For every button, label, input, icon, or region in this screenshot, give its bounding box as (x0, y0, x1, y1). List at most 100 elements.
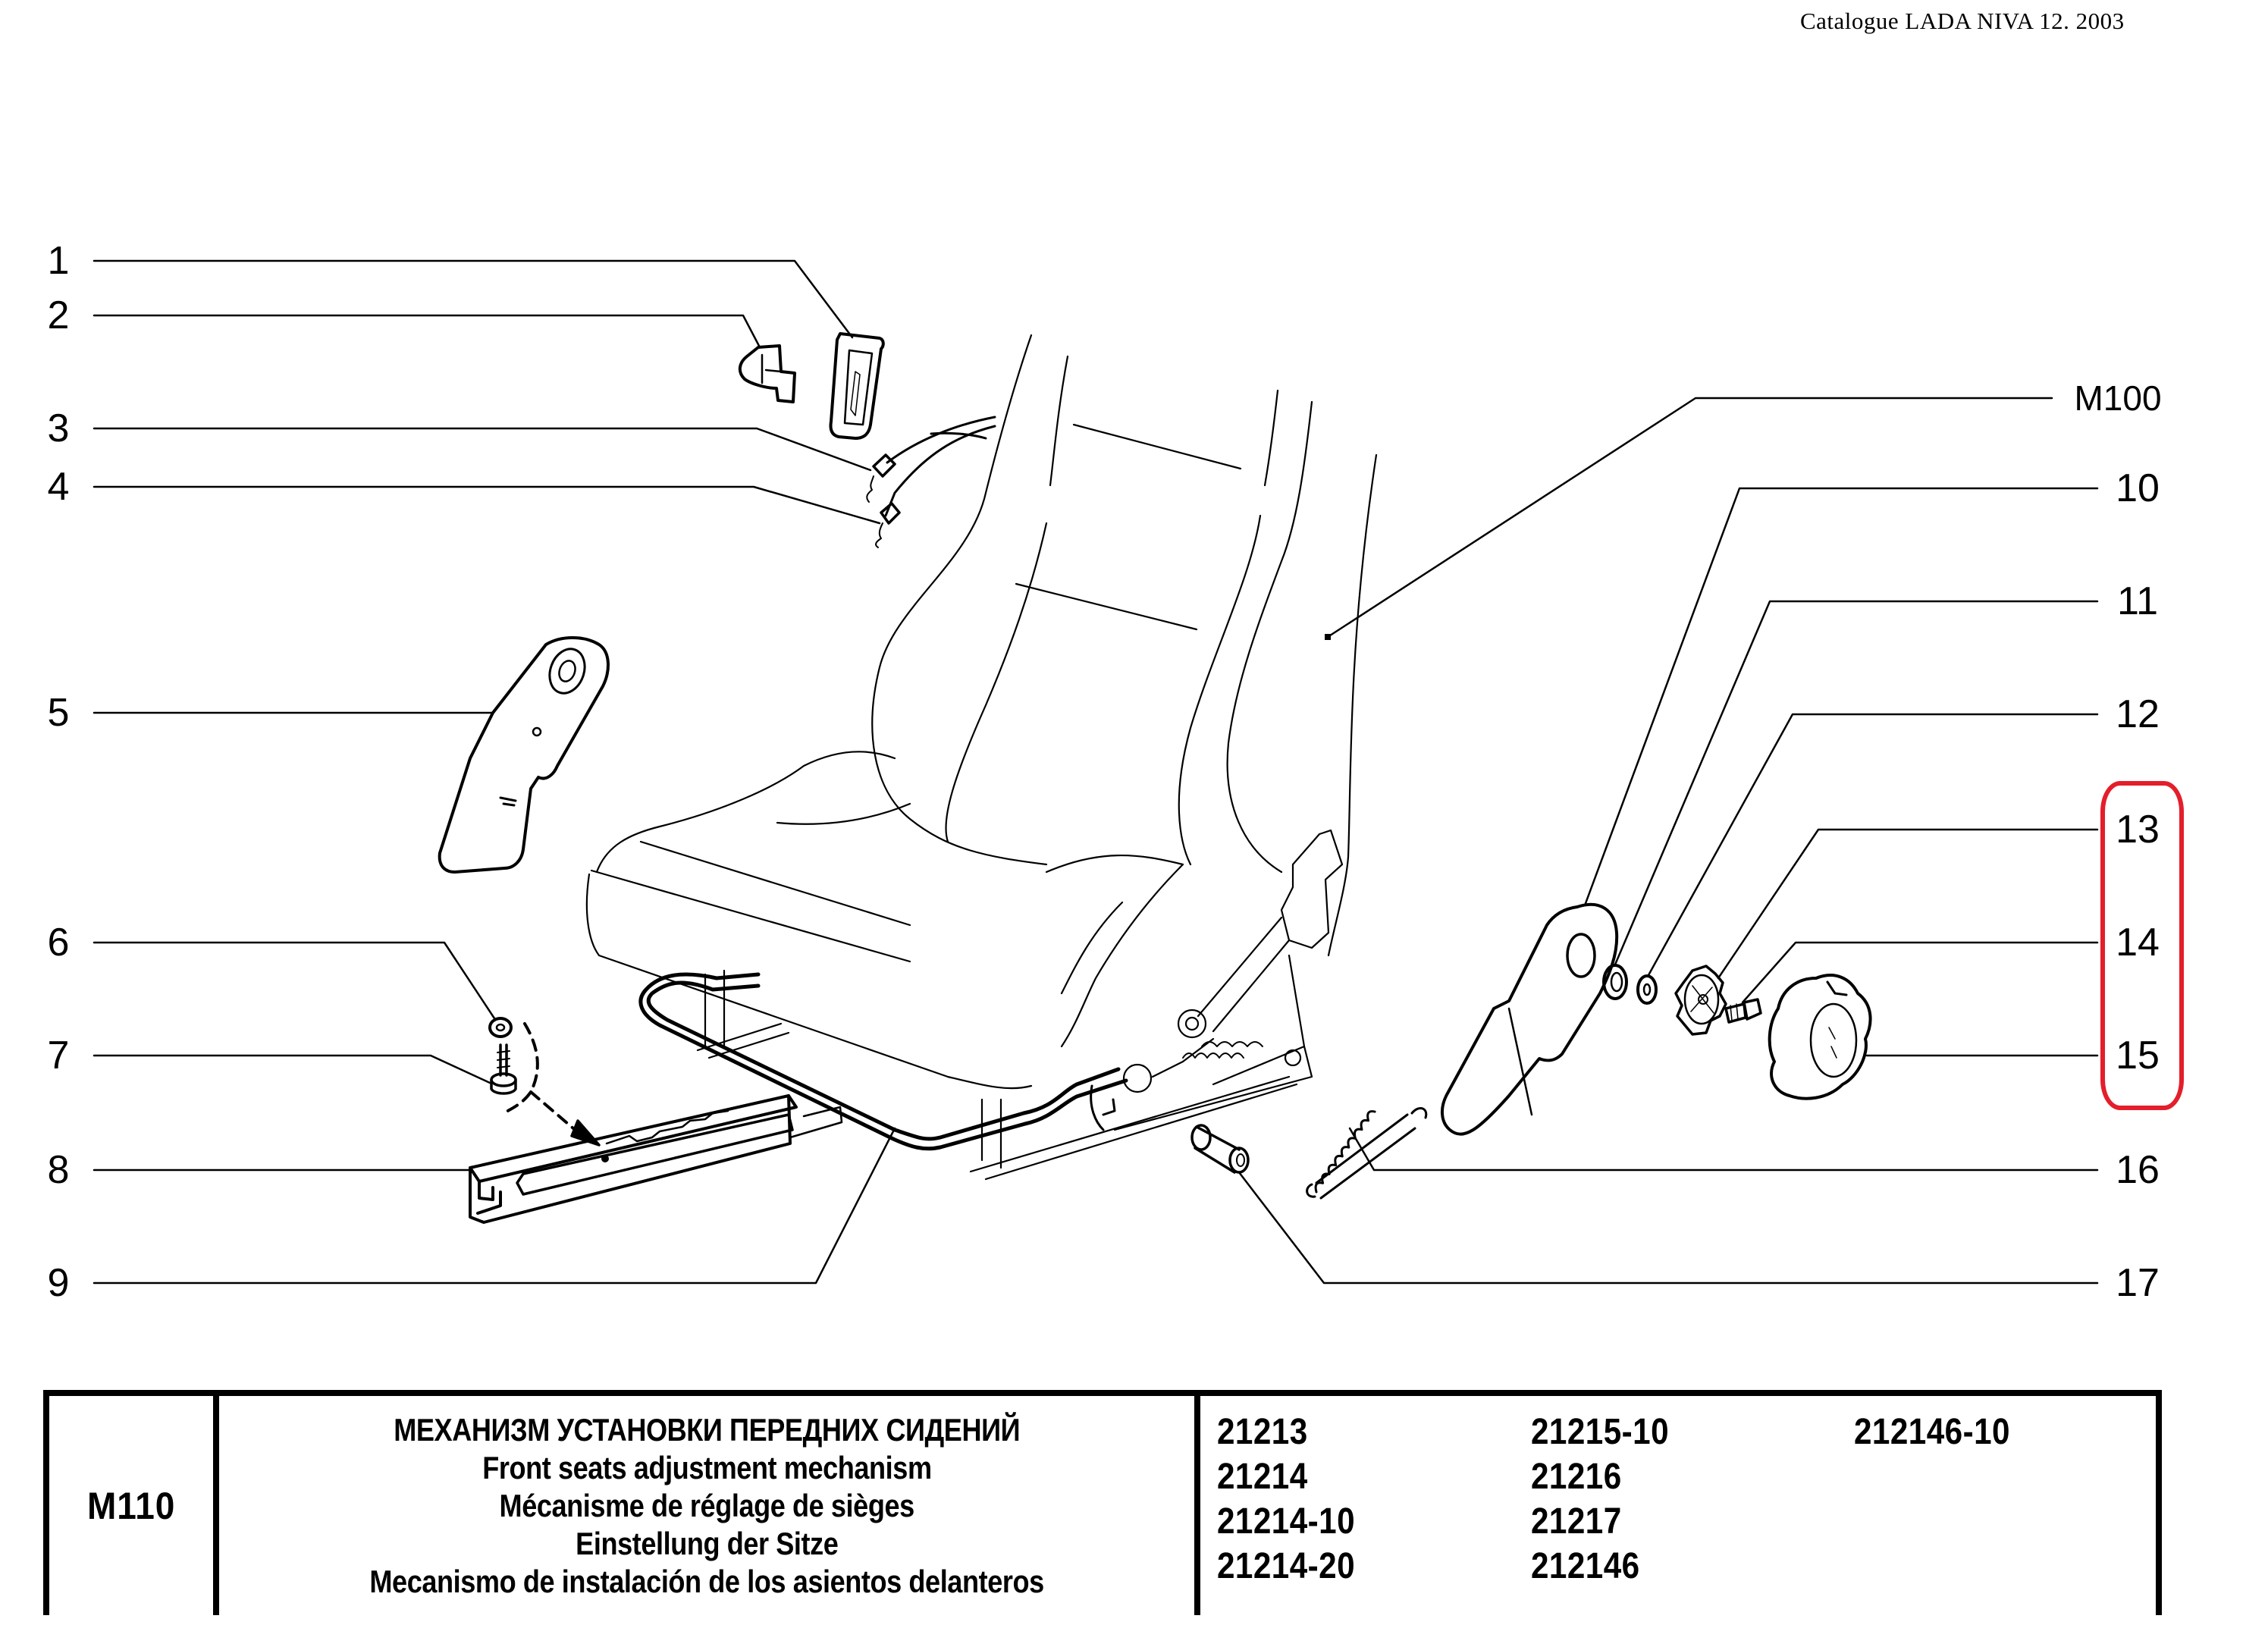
leader-line-11 (1614, 600, 2099, 966)
leader-line-3 (93, 427, 872, 472)
models-column-3: 212146-10 (1854, 1410, 2031, 1454)
models-column-2: 21215-10 21216 21217 212146 (1531, 1410, 1688, 1589)
cushion-top (595, 751, 896, 874)
table-divider-code (213, 1390, 219, 1615)
leader-line-4 (93, 485, 881, 525)
latch-hook (1090, 1084, 1116, 1131)
leader-line-1 (93, 259, 854, 339)
section-title-cell: МЕХАНИЗМ УСТАНОВКИ ПЕРЕДНИХ СИДЕНИЙ Fron… (219, 1396, 1194, 1615)
backrest-seam-lower (1015, 582, 1198, 631)
callout-m100[interactable]: M100 (2074, 378, 2162, 418)
model-item: 21214 (1217, 1457, 1308, 1497)
cushion-rear-bolster (1045, 855, 1184, 1048)
callout-1[interactable]: 1 (47, 239, 70, 283)
backrest-inner-left (1049, 355, 1069, 487)
model-item: 212146 (1531, 1546, 1640, 1586)
leader-line-13 (1717, 828, 2099, 980)
leader-line-17 (1238, 1171, 2099, 1285)
backrest-seam-upper (1072, 423, 1242, 470)
callout-9[interactable]: 9 (47, 1261, 70, 1305)
assembly-arrow (502, 1022, 539, 1115)
part-16-tension-spring (1306, 1106, 1428, 1200)
cushion-edge-line (590, 869, 911, 963)
model-item: 21216 (1531, 1457, 1622, 1497)
callout-17[interactable]: 17 (2116, 1261, 2160, 1305)
table-divider-models (1194, 1390, 1200, 1615)
cushion-top-seam (776, 802, 911, 825)
part-7-bolt (490, 1022, 601, 1147)
callout-12[interactable]: 12 (2116, 692, 2160, 736)
seat-frame-leg-center (969, 1075, 1298, 1181)
leader-line-m100 (1326, 397, 2053, 638)
part-6-washer (488, 1017, 513, 1038)
table-left-border (43, 1390, 49, 1615)
leader-line-12 (1647, 713, 2099, 977)
part-12-washer (1636, 974, 1658, 1005)
title-ru: МЕХАНИЗМ УСТАНОВКИ ПЕРЕДНИХ СИДЕНИЙ (394, 1412, 1020, 1448)
parts-3-4-cables (866, 416, 996, 548)
part-13-star-lock-washer (1674, 965, 1727, 1036)
callout-7[interactable]: 7 (47, 1034, 70, 1078)
part-17-spacer-tube (1190, 1124, 1250, 1174)
cushion-side-front (585, 873, 1033, 1090)
callout-3[interactable]: 3 (47, 406, 70, 450)
leader-line-6 (93, 941, 496, 1020)
model-item: 21215-10 (1531, 1412, 1670, 1452)
backrest-outline-left (871, 334, 1048, 866)
part-14-bolt (1724, 998, 1762, 1024)
callout-11[interactable]: 11 (2117, 579, 2158, 623)
backrest-inner-right (1178, 389, 1279, 866)
part-5-side-cover (438, 636, 610, 874)
title-es: Mecanismo de instalación de los asientos… (369, 1564, 1044, 1599)
callout-10[interactable]: 10 (2116, 466, 2160, 510)
model-item: 21214-10 (1217, 1501, 1356, 1542)
part-8-seat-rail (469, 1094, 843, 1224)
part-10-adjust-lever (1441, 902, 1619, 1136)
leader-dot-m100 (1325, 634, 1331, 640)
model-item: 21213 (1217, 1412, 1308, 1452)
table-right-border (2156, 1390, 2162, 1615)
cushion-rear-bolster-2 (1060, 901, 1124, 995)
info-table: M110 МЕХАНИЗМ УСТАНОВКИ ПЕРЕДНИХ СИДЕНИЙ… (43, 1390, 2162, 1615)
seat-assembly-drawing (585, 334, 1378, 1181)
title-de: Einstellung der Sitze (575, 1526, 839, 1561)
leader-line-10 (1583, 487, 2099, 907)
part-11-bushing (1602, 964, 1628, 1000)
model-item: 21217 (1531, 1501, 1622, 1542)
catalogue-header: Catalogue LADA NIVA 12. 2003 (1800, 8, 2125, 34)
callout-15[interactable]: 15 (2116, 1034, 2160, 1078)
part-2-clip (738, 344, 796, 403)
seat-frame-leg-left (696, 969, 790, 1059)
backrest-inner-left-2 (945, 522, 1048, 843)
callout-14[interactable]: 14 (2116, 921, 2160, 965)
leader-line-2 (93, 314, 761, 349)
leader-lines (93, 259, 2099, 1285)
title-en: Front seats adjustment mechanism (482, 1450, 932, 1485)
table-top-border (43, 1390, 2162, 1396)
section-code: M110 (86, 1484, 176, 1527)
cushion-seam-line (639, 840, 911, 927)
model-item: 212146-10 (1854, 1412, 2010, 1452)
callout-8[interactable]: 8 (47, 1148, 70, 1192)
section-code-cell: M110 (49, 1396, 213, 1615)
leader-line-9 (93, 1127, 896, 1285)
callout-16[interactable]: 16 (2116, 1148, 2160, 1192)
callout-6[interactable]: 6 (47, 921, 70, 965)
applicable-models-cell: 21213 21214 21214-10 21214-20 21215-10 2… (1200, 1396, 2156, 1615)
callout-4[interactable]: 4 (47, 465, 70, 509)
title-fr: Mécanisme de réglage de sièges (499, 1488, 914, 1523)
highlight-box-13-15 (2100, 781, 2184, 1110)
recliner-mechanism (1113, 829, 1344, 1131)
callout-5[interactable]: 5 (47, 691, 70, 735)
models-column-1: 21213 21214 21214-10 21214-20 (1217, 1410, 1374, 1589)
backrest-inner-right-2 (1226, 400, 1313, 874)
callout-13[interactable]: 13 (2116, 808, 2160, 852)
model-item: 21214-20 (1217, 1546, 1356, 1586)
backrest-outline-right (1327, 453, 1378, 957)
callout-2[interactable]: 2 (47, 293, 70, 337)
leader-line-14 (1741, 941, 2099, 1004)
part-1-handle-escutcheon (829, 332, 885, 440)
leader-line-16 (1348, 1127, 2099, 1172)
